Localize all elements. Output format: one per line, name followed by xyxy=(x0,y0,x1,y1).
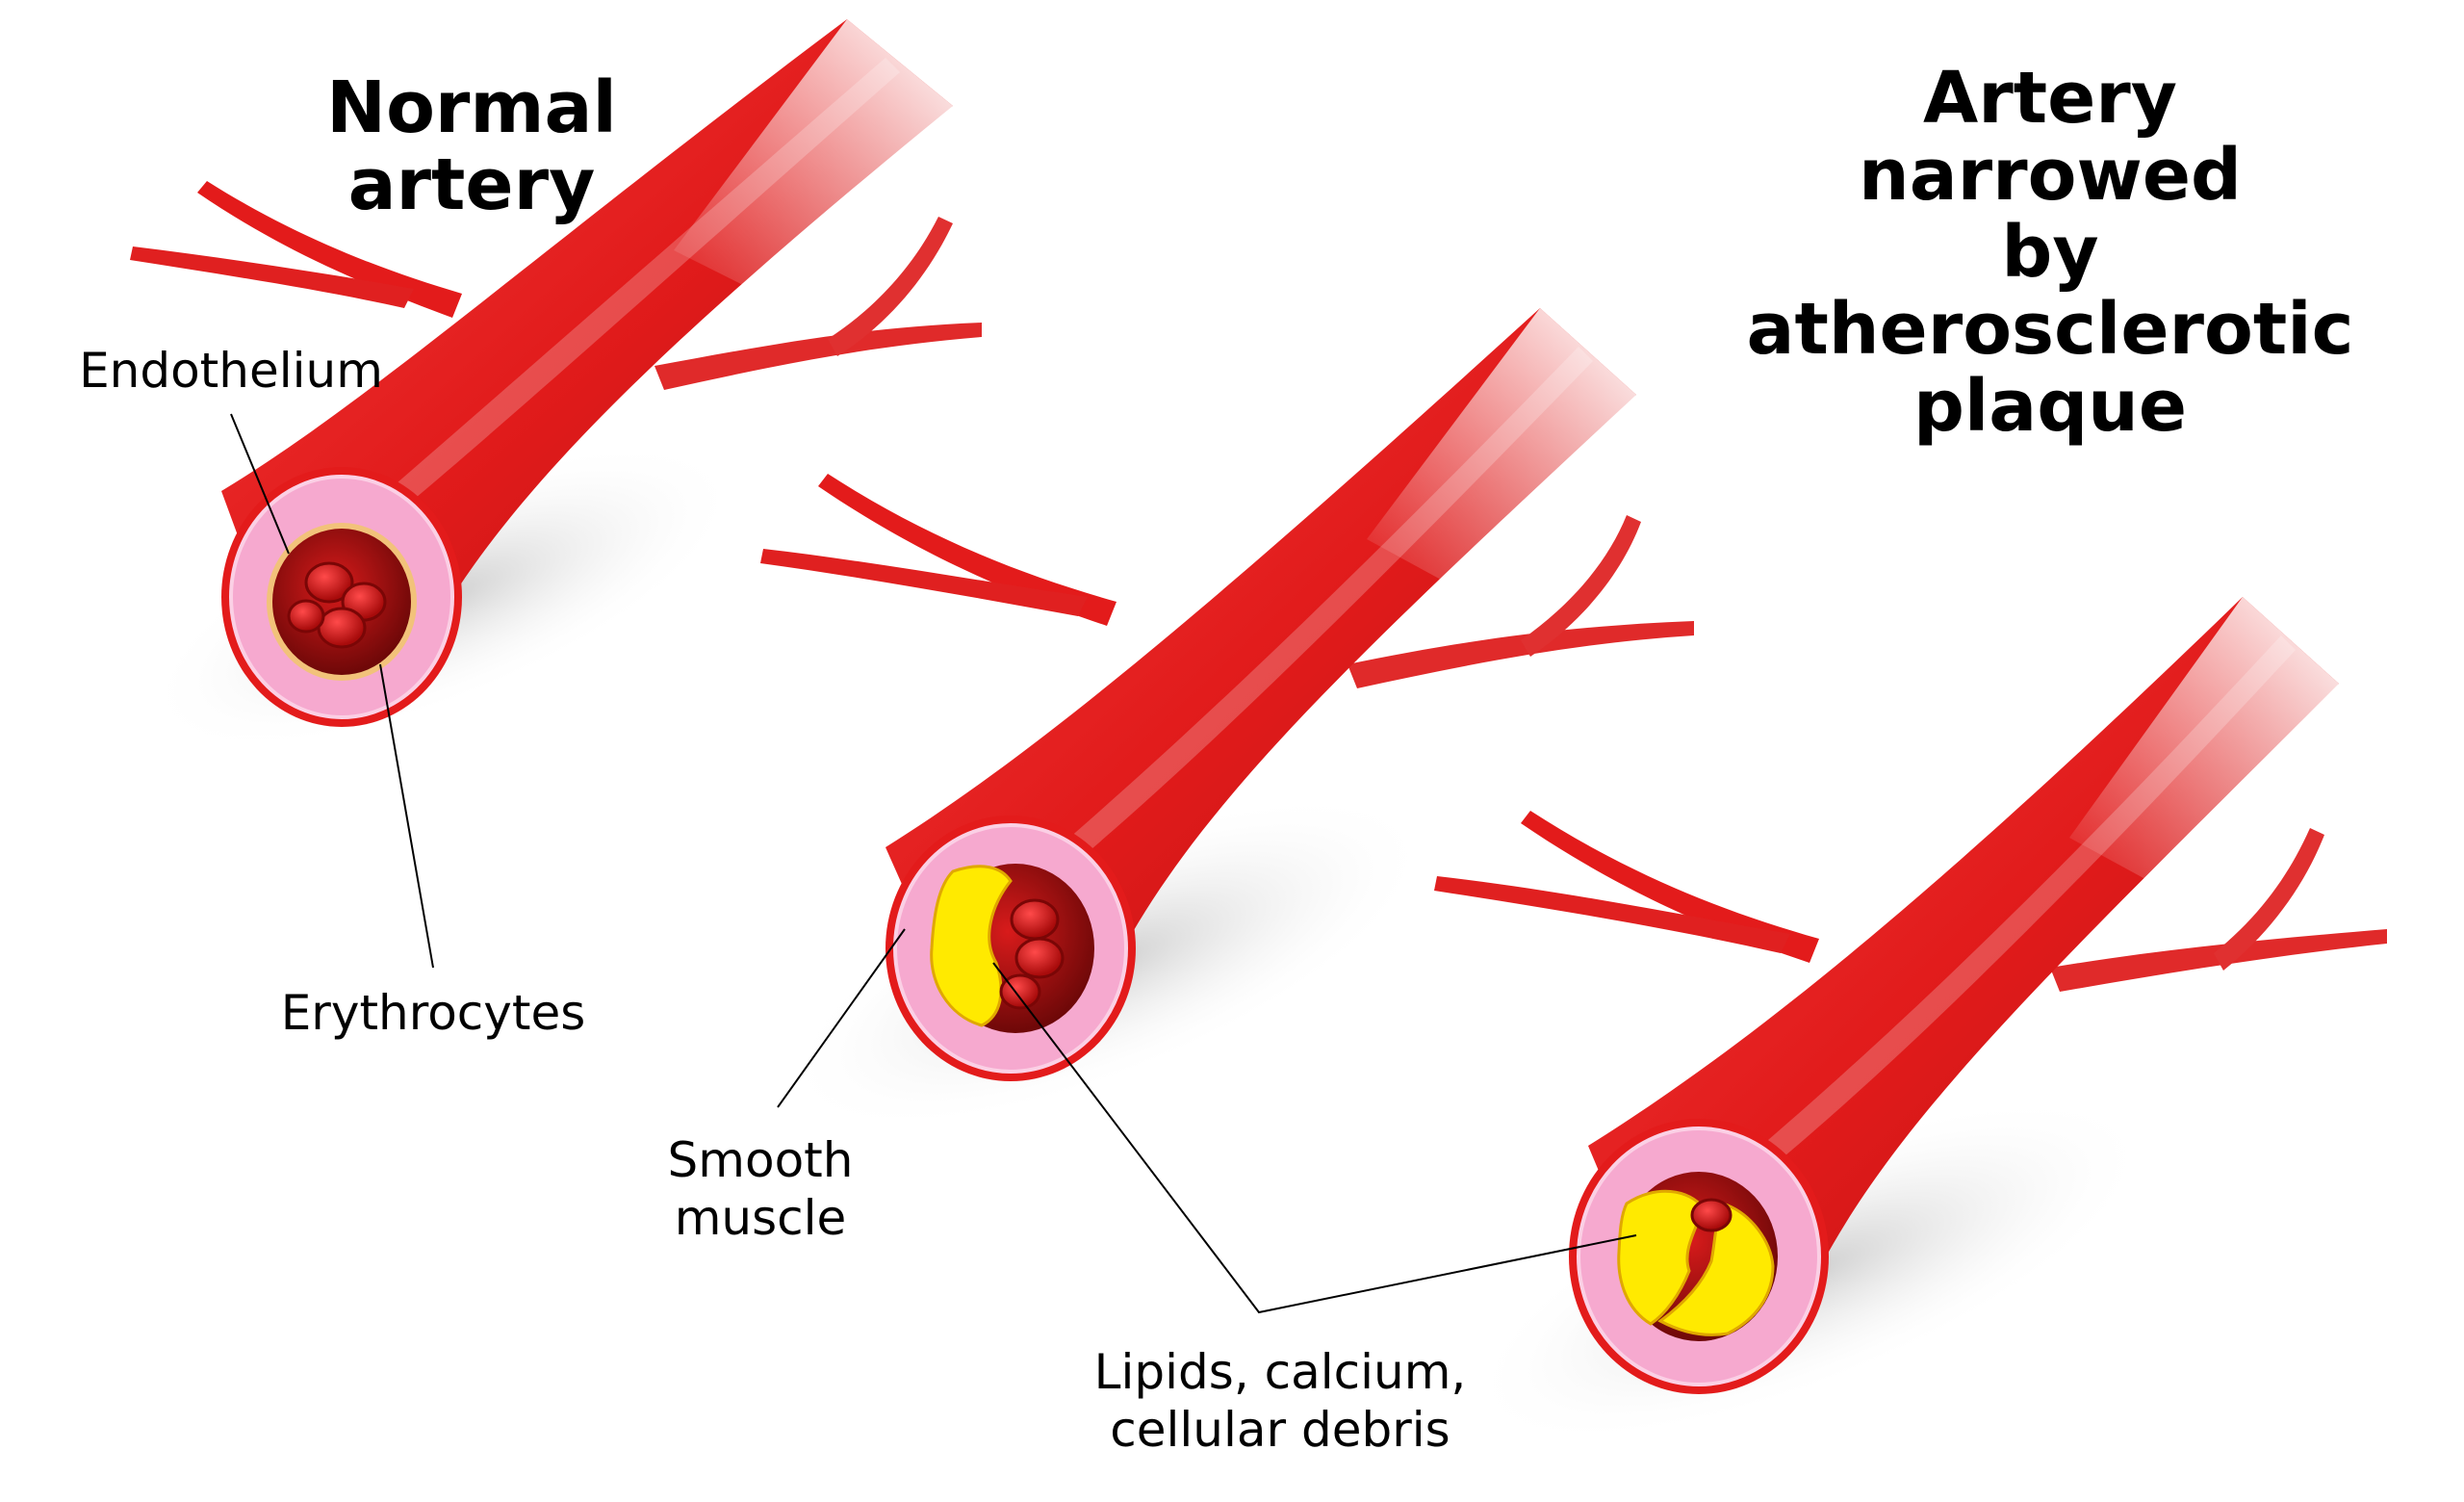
erythrocytes-label: Erythrocytes xyxy=(280,985,586,1041)
endothelium-label: Endothelium xyxy=(79,343,383,399)
normal-artery-branch xyxy=(654,323,982,390)
erythrocyte xyxy=(999,973,1041,1010)
plaque-deposit xyxy=(1657,1202,1775,1336)
erythrocyte xyxy=(287,599,325,634)
plaque-label: Lipids, calcium, cellular debris xyxy=(1093,1344,1467,1458)
erythrocyte xyxy=(1010,898,1060,941)
narrowed-artery-branch xyxy=(2214,828,2324,971)
endothelium-leader xyxy=(230,413,290,555)
normal-artery-branch xyxy=(828,217,953,356)
narrowing-artery xyxy=(760,308,1694,1131)
plaque-deposit xyxy=(930,865,1013,1027)
normal-artery-fade xyxy=(674,19,953,308)
narrowing-artery-branch xyxy=(1348,621,1694,688)
narrowed-artery-branch xyxy=(1521,811,1819,963)
normal-artery-branch xyxy=(130,246,414,308)
narrowing-artery-branch xyxy=(1521,515,1641,657)
erythrocytes-leader xyxy=(379,663,434,969)
plaque-leader xyxy=(992,962,1637,1314)
narrowing-artery-branch xyxy=(760,549,1088,616)
normal-artery-branch xyxy=(197,181,462,318)
narrowed-artery-branch xyxy=(1434,876,1790,953)
erythrocyte xyxy=(304,561,354,604)
erythrocyte xyxy=(1690,1198,1732,1232)
leader-lines xyxy=(230,413,1637,1314)
narrowed-artery xyxy=(1434,597,2387,1445)
narrowing-artery-fade xyxy=(1367,308,1636,597)
smooth-muscle-label: Smooth muscle xyxy=(667,1132,854,1246)
narrowing-artery-branch xyxy=(818,474,1116,626)
erythrocyte xyxy=(1014,937,1065,979)
narrowed-artery-fade xyxy=(2069,597,2339,895)
plaque-deposit xyxy=(1617,1189,1706,1326)
narrowed-artery-title: Artery narrowed by atherosclerotic plaqu… xyxy=(1746,57,2354,448)
erythrocyte xyxy=(317,607,367,649)
normal-artery xyxy=(130,19,982,752)
normal-artery-title: Normal artery xyxy=(326,66,617,226)
smooth-muscle-leader xyxy=(777,928,906,1108)
